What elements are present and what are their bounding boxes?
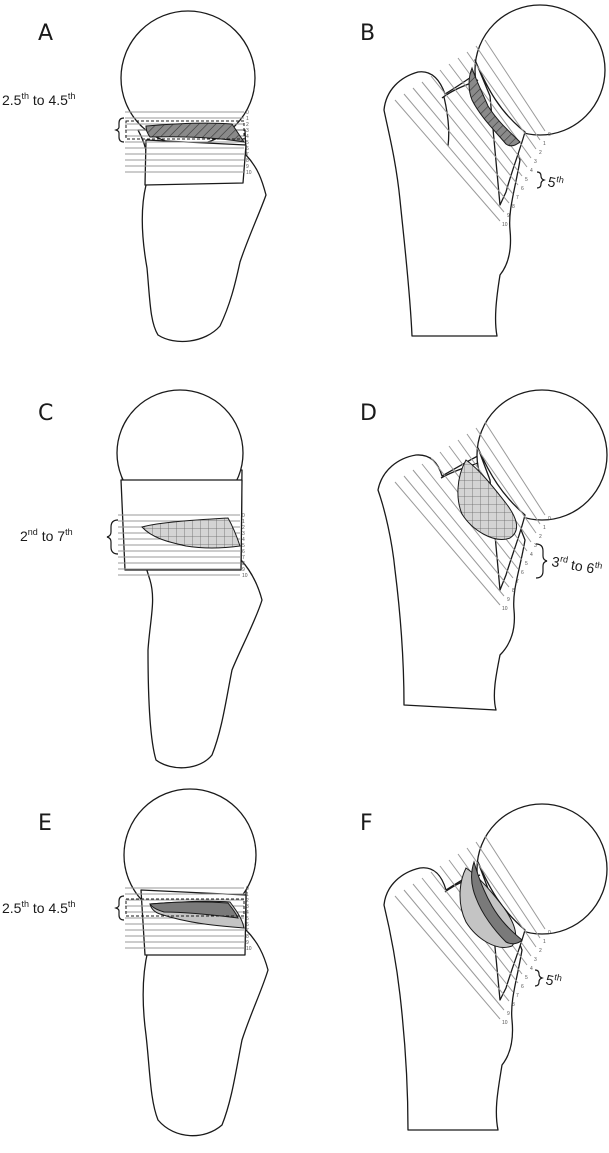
svg-text:7: 7 [516,993,519,999]
svg-text:8: 8 [512,588,515,594]
svg-text:2: 2 [539,150,542,156]
panel-b: B 0 1 2 3 4 5 6 7 8 [360,5,605,336]
svg-text:6: 6 [521,984,524,990]
range-brace-b [537,172,544,188]
svg-text:3: 3 [534,957,537,963]
panel-d: D 0 1 2 3 4 5 6 7 8 9 [360,390,607,710]
svg-text:4: 4 [530,966,533,972]
svg-text:2: 2 [539,948,542,954]
panel-f: F 0 1 2 3 4 5 6 7 8 [360,804,607,1130]
range-label-a: 2.5th to 4.5th [2,91,75,108]
svg-text:10: 10 [246,946,252,952]
svg-text:3: 3 [534,159,537,165]
range-label-d: 3rd to 6th [550,552,603,578]
panel-letter-e: E [38,811,52,836]
svg-text:5: 5 [525,177,528,183]
svg-text:6: 6 [521,570,524,576]
svg-text:7: 7 [516,195,519,201]
svg-text:4: 4 [530,168,533,174]
svg-text:8: 8 [512,204,515,210]
svg-text:10: 10 [242,573,248,579]
panel-letter-b: B [360,21,375,46]
range-brace-e [116,896,124,920]
svg-text:10: 10 [502,222,508,228]
svg-text:1: 1 [543,141,546,147]
svg-text:10: 10 [246,170,252,176]
svg-text:10: 10 [502,1020,508,1026]
svg-text:2: 2 [539,534,542,540]
panel-a: A 0 1 2 3 4 5 6 7 8 9 [2,11,266,341]
range-label-e: 2.5th to 4.5th [2,899,75,916]
range-brace-f [535,970,542,986]
svg-text:0: 0 [548,930,551,936]
svg-text:9: 9 [507,1011,510,1017]
range-brace-c [107,520,118,554]
panel-c: C 0 1 2 3 4 5 6 7 8 9 [20,390,262,768]
range-brace-a [116,118,124,142]
panel-e: E 0 1 2 3 4 5 6 7 8 9 [2,789,268,1136]
svg-text:1: 1 [543,525,546,531]
range-label-b: 5th [546,172,565,192]
svg-text:8: 8 [512,1002,515,1008]
svg-text:0: 0 [548,132,551,138]
range-label-c: 2nd to 7th [20,527,73,544]
svg-text:0: 0 [548,516,551,522]
panel-letter-c: C [38,401,53,426]
svg-text:9: 9 [507,597,510,603]
svg-text:9: 9 [507,213,510,219]
svg-text:7: 7 [516,579,519,585]
svg-text:5: 5 [525,561,528,567]
panel-letter-f: F [360,811,373,836]
svg-text:5: 5 [525,975,528,981]
svg-text:4: 4 [530,552,533,558]
svg-text:1: 1 [543,939,546,945]
range-brace-d [536,544,547,578]
panel-letter-a: A [38,21,53,46]
range-label-f: 5th [544,970,563,990]
svg-text:6: 6 [521,186,524,192]
svg-text:10: 10 [502,606,508,612]
panel-letter-d: D [360,401,377,426]
